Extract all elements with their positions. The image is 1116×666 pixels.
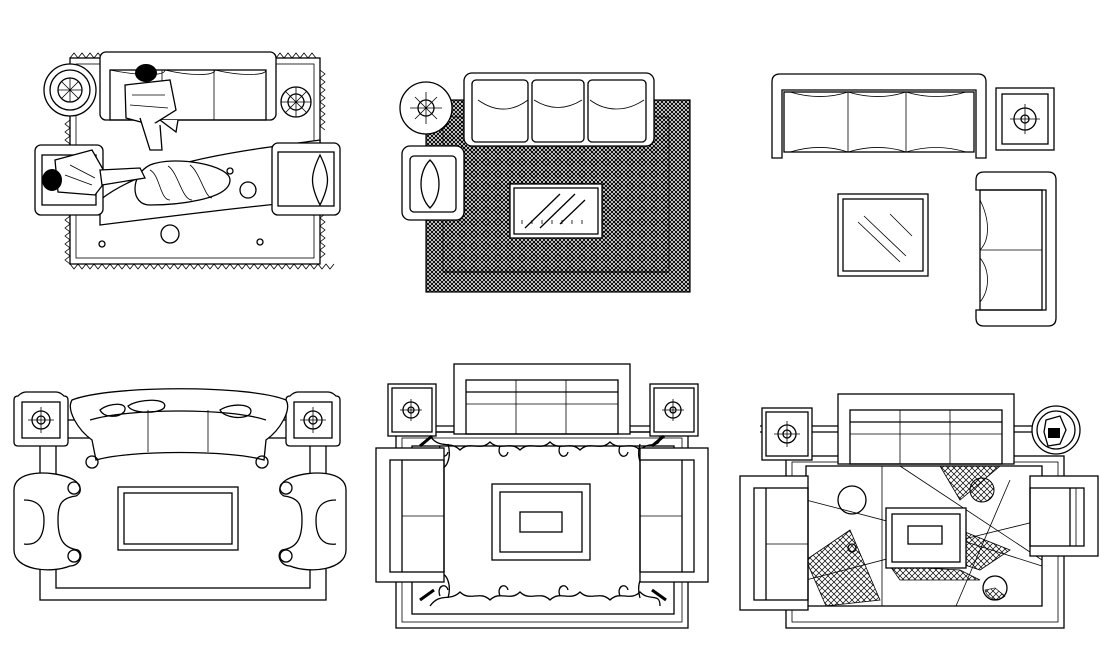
ornate-sofa [69,388,289,469]
sofa-left [375,447,445,583]
three-seat-sofa [771,73,987,159]
round-side-table [399,81,453,135]
round-side-table-phone [1031,405,1081,455]
square-side-table [995,87,1055,151]
ornament-bottom [419,573,667,607]
end-table-left [761,407,813,461]
coffee-table [117,486,239,551]
round-side-table-left [43,63,97,117]
living-layout-6 [739,393,1099,629]
three-seat-sofa [837,393,1015,465]
end-table-left [387,383,437,448]
ornament-top [429,435,661,469]
round-side-table-right [280,86,312,118]
person-sitting-left [42,149,146,196]
ornate-armchair-left [13,472,82,571]
ornate-armchair-right [278,472,347,571]
glass-coffee-table [509,183,603,239]
two-seat-sofa [975,171,1057,327]
telephone-icon [1043,415,1067,447]
glass-coffee-table [837,193,929,277]
three-seat-sofa [463,72,655,147]
square-end-table-right [285,391,341,447]
armchair [401,145,465,221]
living-layout-3 [771,73,1057,327]
person-sitting-top [124,64,179,151]
living-layout-1 [34,51,341,270]
coffee-table [491,483,591,561]
living-layout-5 [375,363,709,629]
living-layout-2 [399,72,691,293]
geometric-rug-pattern [805,465,1043,607]
three-seat-sofa [453,363,631,435]
living-layout-4 [13,388,347,601]
coffee-table [885,507,967,569]
armchair-right [1029,475,1099,557]
sofa-right [639,447,709,583]
oval-coffee-table [134,160,231,206]
armchair-right [271,142,341,216]
end-table-right [649,383,699,448]
sofa-left [739,475,809,611]
square-end-table-left [13,391,69,447]
